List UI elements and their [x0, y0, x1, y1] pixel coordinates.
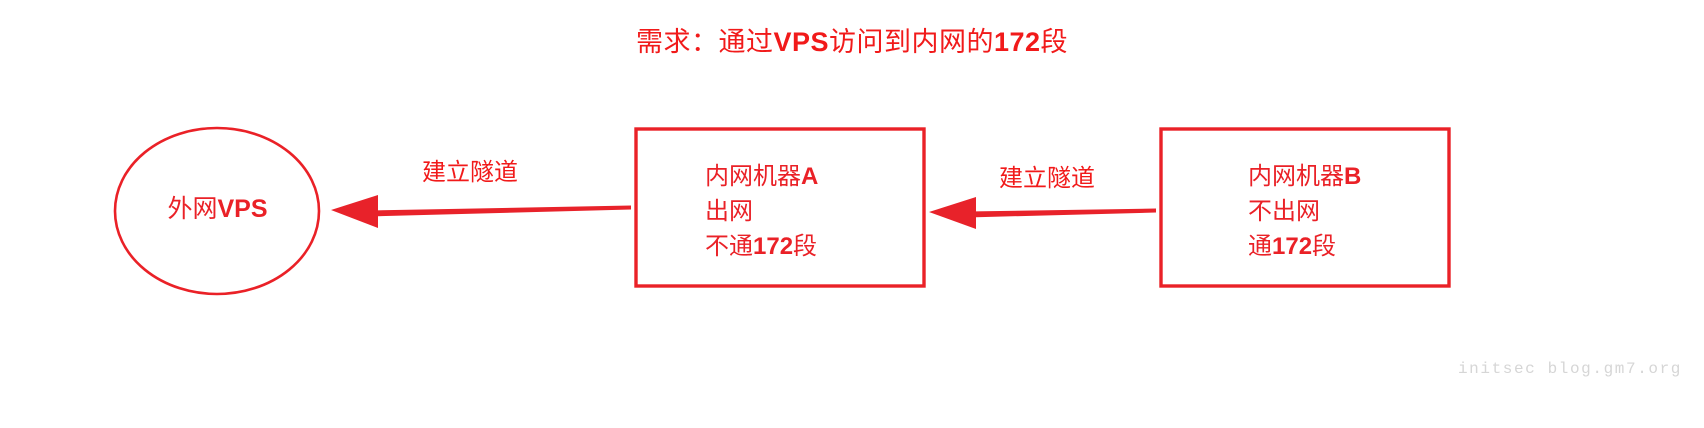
- vps-label-bold: VPS: [217, 195, 268, 223]
- page-title: 需求：通过VPS访问到内网的172段: [0, 26, 1704, 58]
- machine-b-line-3: 通172段: [1248, 229, 1361, 264]
- machine-a-line3-post: 段: [793, 233, 818, 260]
- machine-a-line-1: 内网机器A: [705, 159, 818, 194]
- title-bold-172: 172: [993, 27, 1041, 57]
- machine-b-line3-pre: 通: [1248, 233, 1272, 260]
- title-suffix: 段: [1040, 27, 1069, 57]
- watermark: initsec blog.gm7.org: [1457, 360, 1682, 378]
- machine-a-line3-pre: 不通: [705, 233, 753, 260]
- machine-b-line1-bold: B: [1344, 163, 1362, 190]
- edge-label-machine-a-to-vps: 建立隧道: [422, 159, 518, 186]
- machine-b-line3-post: 段: [1312, 233, 1337, 260]
- machine-b-line1-text: 内网机器: [1248, 163, 1344, 190]
- node-shape-machine-a[interactable]: [634, 127, 926, 288]
- machine-a-line-3: 不通172段: [705, 229, 818, 264]
- machine-a-line3-bold: 172: [753, 233, 794, 260]
- arrow-machine-b-to-machine-a[interactable]: [929, 197, 1156, 229]
- machine-a-line1-bold: A: [801, 163, 819, 190]
- arrow-machine-a-to-vps[interactable]: [331, 195, 631, 228]
- node-shape-machine-b[interactable]: [1159, 127, 1451, 288]
- machine-a-line1-text: 内网机器: [705, 163, 801, 190]
- node-label-vps: 外网VPS: [115, 194, 320, 224]
- machine-b-line-2: 不出网: [1248, 198, 1320, 225]
- title-bold-vps: VPS: [773, 27, 829, 57]
- machine-a-line-2: 出网: [705, 198, 753, 225]
- edge-label-machine-b-to-machine-a: 建立隧道: [999, 165, 1095, 192]
- node-shape-vps[interactable]: [113, 126, 321, 296]
- title-prefix: 需求：通过: [635, 27, 774, 57]
- machine-b-line-1: 内网机器B: [1248, 159, 1361, 194]
- machine-b-line3-bold: 172: [1272, 233, 1313, 260]
- title-middle: 访问到内网的: [828, 27, 994, 57]
- vps-label-text: 外网: [167, 195, 218, 223]
- node-label-machine-b: 内网机器B 不出网通172段: [1248, 159, 1361, 264]
- node-label-machine-a: 内网机器A 出网不通172段: [705, 159, 818, 264]
